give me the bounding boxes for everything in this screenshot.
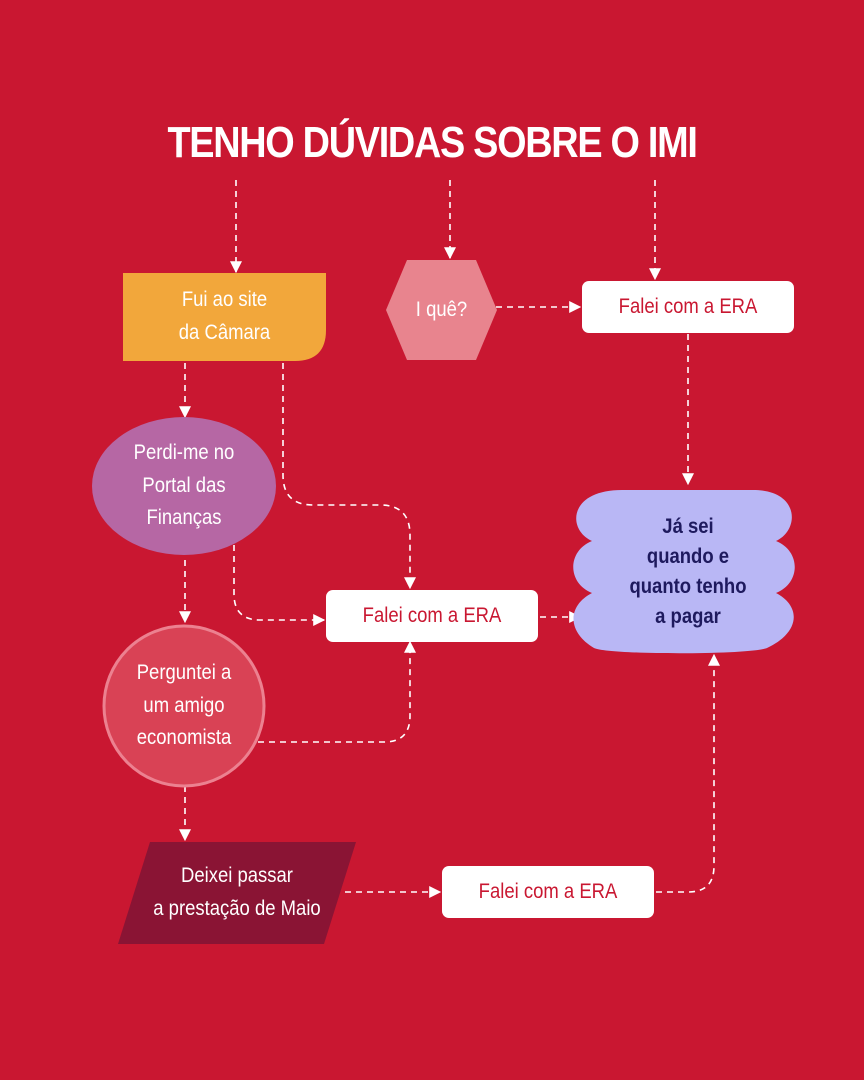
node-era-middle-label: Falei com a ERA — [339, 590, 526, 642]
ique-text: I quê? — [415, 297, 468, 321]
node-jasei-label: Já sei quando e quanto tenho a pagar — [595, 492, 782, 652]
node-site-camara-shape — [123, 273, 326, 361]
node-era-bottom-label: Falei com a ERA — [455, 866, 642, 918]
node-amigo-label: Perguntei a um amigo economista — [114, 626, 255, 786]
portal-line-3: Finanças — [146, 506, 222, 530]
node-era-top-box — [582, 281, 794, 333]
site-camara-line-2: da Câmara — [178, 321, 271, 344]
page-title: TENHO DÚVIDAS SOBRE O IMI — [167, 118, 697, 167]
era-top-text: Falei com a ERA — [618, 294, 758, 318]
portal-line-2: Portal das — [142, 473, 226, 497]
node-jasei-wavy-shape — [573, 490, 795, 654]
jasei-line-1: Já sei — [662, 515, 714, 539]
connector-portal-to-era-middle — [233, 545, 326, 626]
prestacao-line-2: a prestação de Maio — [153, 897, 321, 920]
connectors — [179, 180, 720, 898]
node-amigo-circle — [102, 624, 266, 788]
amigo-line-3: economista — [136, 726, 232, 750]
jasei-line-2: quando e — [646, 545, 730, 569]
connector-era-bottom-to-jasei — [656, 653, 720, 893]
site-camara-line-1: Fui ao site — [181, 288, 268, 312]
node-prestacao-label: Deixei passar a prestação de Maio — [132, 842, 341, 944]
jasei-line-4: a pagar — [655, 604, 721, 628]
node-ique-label: I quê? — [393, 260, 491, 360]
node-portal-ellipse — [92, 417, 276, 555]
era-bottom-text: Falei com a ERA — [478, 879, 618, 903]
node-era-middle-box — [326, 590, 538, 642]
amigo-line-2: um amigo — [143, 693, 225, 717]
node-site-camara-label: Fui ao site da Câmara — [135, 273, 314, 361]
connector-site-to-era-middle — [282, 363, 416, 590]
node-ique-hexagon — [386, 260, 497, 360]
connector-amigo-to-era-middle — [258, 640, 416, 743]
portal-line-1: Perdi-me no — [133, 441, 235, 465]
node-portal-label: Perdi-me no Portal das Finanças — [103, 417, 265, 555]
jasei-line-3: quanto tenho — [629, 575, 747, 598]
prestacao-line-1: Deixei passar — [181, 864, 293, 888]
node-prestacao-parallelogram — [118, 842, 356, 944]
era-middle-text: Falei com a ERA — [362, 603, 502, 627]
node-era-bottom-box — [442, 866, 654, 918]
amigo-line-1: Perguntei a — [136, 661, 232, 685]
node-era-top-label: Falei com a ERA — [595, 281, 782, 333]
